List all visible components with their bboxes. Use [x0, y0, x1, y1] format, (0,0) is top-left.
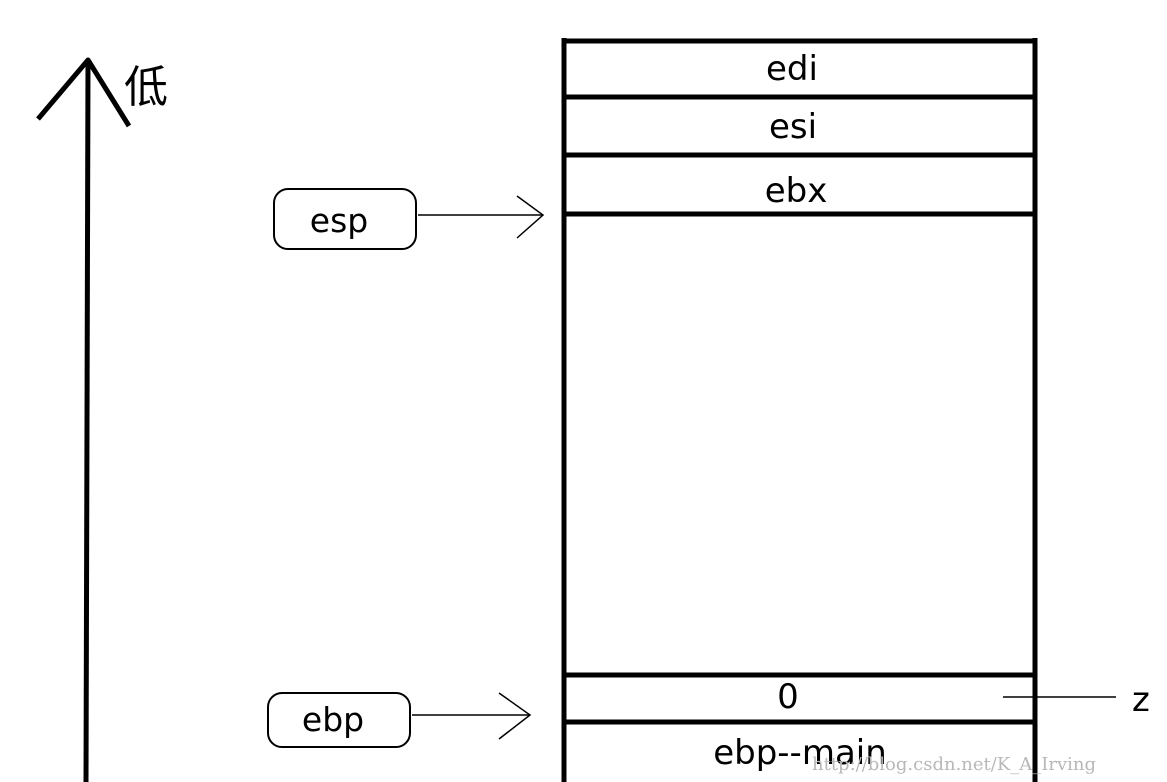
ebp-pointer: ebp	[267, 692, 532, 748]
stack-frame: edi esi ebx 0 ebp--main	[561, 38, 1038, 782]
ebp-label: ebp	[302, 700, 364, 739]
esp-label: esp	[310, 201, 368, 240]
watermark-text: http://blog.csdn.net/K_A_Irving	[812, 754, 1096, 775]
z-label: z	[1132, 680, 1150, 720]
stack-cell-edi: edi	[766, 49, 818, 89]
axis-direction-label: 低	[124, 62, 168, 113]
stack-cell-ebx: ebx	[765, 171, 828, 211]
esp-pointer: esp	[273, 188, 545, 250]
stack-cell-ebp-main: ebp--main	[713, 733, 887, 773]
esp-arrow-head	[516, 195, 545, 239]
ebp-arrow-head	[498, 692, 532, 740]
ebp-box	[267, 692, 411, 748]
variable-z-marker: z	[1003, 680, 1150, 720]
stack-cell-zero: 0	[777, 677, 799, 717]
axis-line	[83, 61, 91, 782]
stack-cell-esi: esi	[769, 107, 817, 147]
esp-box	[273, 188, 417, 250]
axis-arrowhead	[36, 57, 132, 128]
address-axis: 低	[36, 57, 168, 782]
